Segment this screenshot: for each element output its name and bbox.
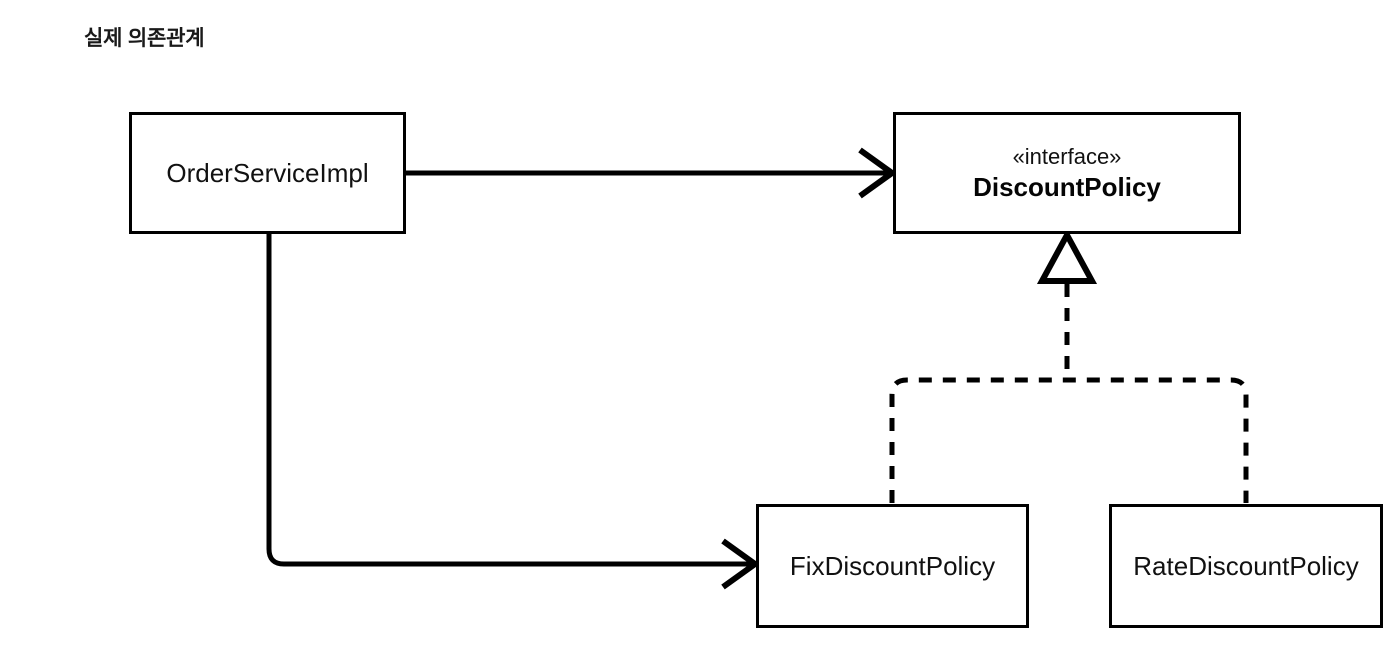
interface-name-label: DiscountPolicy [973, 171, 1161, 202]
stereotype-label: «interface» [1012, 143, 1122, 169]
class-box-fix-discount-policy[interactable]: FixDiscountPolicy [756, 504, 1029, 628]
diagram-title: 실제 의존관계 [84, 27, 205, 50]
class-box-rate-discount-policy[interactable]: RateDiscountPolicy [1109, 504, 1383, 628]
connector-realization-tree [889, 228, 1249, 503]
class-name-label: OrderServiceImpl [166, 157, 369, 188]
class-box-discount-policy[interactable]: «interface» DiscountPolicy [893, 112, 1241, 234]
open-arrow-icon [721, 538, 761, 590]
connector-line [266, 234, 752, 567]
hollow-triangle-icon [1036, 228, 1098, 284]
class-name-label: FixDiscountPolicy [789, 550, 996, 581]
realization-branches [889, 377, 1249, 503]
connector-order-to-discountpolicy [406, 147, 898, 199]
open-arrow-icon [858, 147, 898, 199]
class-name-label: RateDiscountPolicy [1133, 550, 1359, 581]
connector-order-to-fixdiscountpolicy [266, 234, 761, 590]
class-box-order-service-impl[interactable]: OrderServiceImpl [129, 112, 406, 234]
